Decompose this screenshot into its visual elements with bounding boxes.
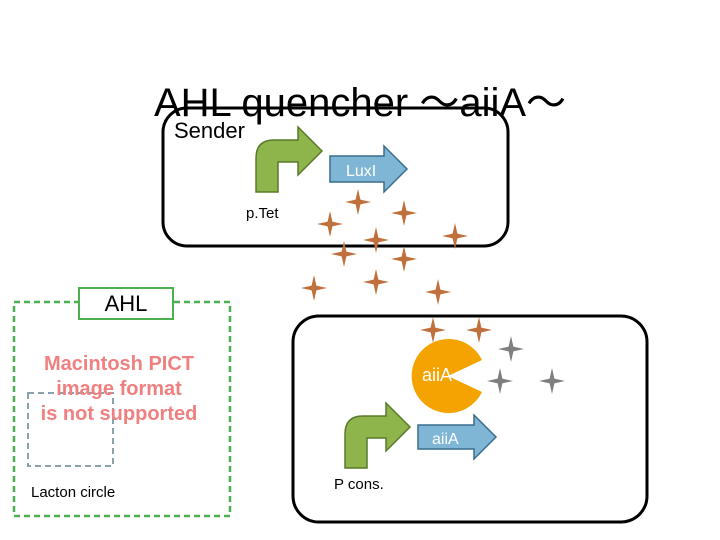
sender-label: Sender	[174, 118, 245, 143]
pict-placeholder-frame	[27, 392, 114, 467]
pcons-promoter-label: P cons.	[334, 476, 384, 493]
aiia-enzyme-label: aiiA	[422, 365, 452, 385]
ahl-molecule-star-icon	[466, 317, 492, 343]
ahl-molecule-star-icon	[301, 275, 327, 301]
ahl-molecule-star-icon	[363, 269, 389, 295]
ahl-molecule-star-icon	[391, 246, 417, 272]
molecule-group	[301, 189, 565, 394]
page-title: AHL quencher ～aiiA～	[153, 81, 567, 125]
ahl-molecule-star-icon	[442, 223, 468, 249]
ahl-molecule-star-icon	[331, 241, 357, 267]
pict-unsupported-text: Macintosh PICT image format is not suppo…	[40, 353, 198, 425]
aiia-gene-label: aiiA	[432, 431, 459, 448]
luxi-label: LuxI	[346, 163, 376, 180]
ptet-promoter-label: p.Tet	[246, 205, 279, 222]
ahl-box	[12, 300, 232, 518]
degraded-ahl-star-icon	[498, 336, 524, 362]
degraded-ahl-star-icon	[539, 368, 565, 394]
lacton-circle-caption: Lacton circle	[31, 484, 116, 501]
ahl-molecule-star-icon	[420, 317, 446, 343]
ahl-molecule-star-icon	[317, 211, 343, 237]
ahl-molecule-star-icon	[425, 279, 451, 305]
aiia-gene-arrow-icon	[417, 413, 498, 461]
degraded-ahl-star-icon	[487, 368, 513, 394]
sender-promoter-arrow-icon	[255, 125, 324, 193]
ahl-molecule-star-icon	[391, 200, 417, 226]
receiver-cell	[291, 314, 649, 524]
ahl-label: AHL	[78, 287, 174, 320]
luxi-gene-arrow-icon	[329, 144, 409, 194]
receiver-promoter-arrow-icon	[344, 401, 412, 469]
ahl-molecule-star-icon	[363, 227, 389, 253]
aiia-enzyme-pacman-icon	[411, 339, 482, 414]
sender-cell	[161, 106, 510, 248]
ahl-molecule-star-icon	[345, 189, 371, 215]
